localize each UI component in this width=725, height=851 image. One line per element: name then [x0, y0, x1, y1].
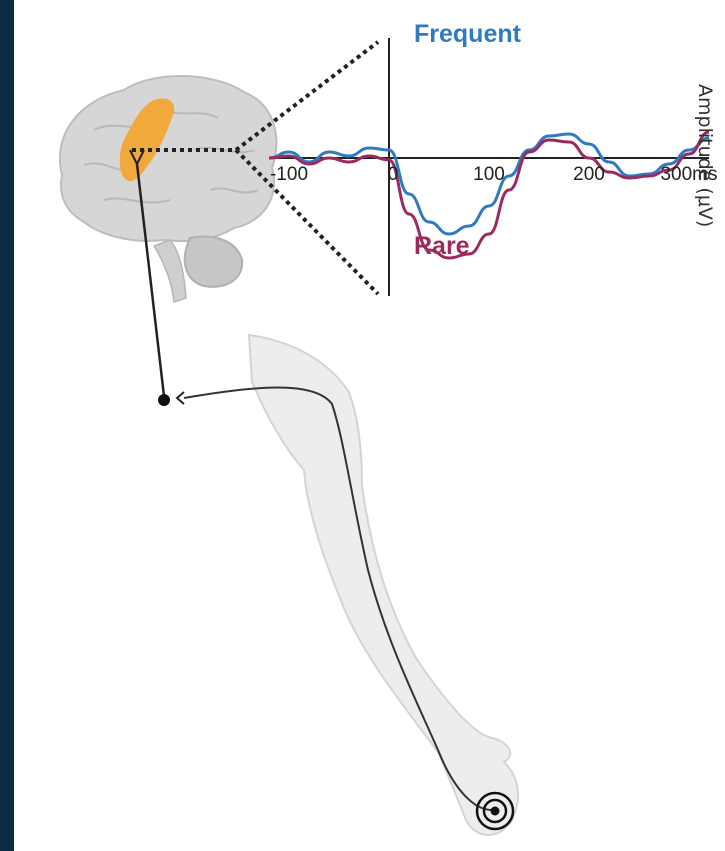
- arm-silhouette: [249, 335, 518, 835]
- cerebellum: [185, 237, 242, 287]
- y-axis-label: Amplitude (μV): [694, 84, 716, 227]
- series-rare-line: [269, 132, 709, 258]
- brain: [60, 76, 276, 302]
- rare-label: Rare: [414, 232, 470, 261]
- x-tick-label: 100: [473, 164, 505, 185]
- frequent-label: Frequent: [414, 20, 521, 49]
- x-tick-label: -100: [270, 164, 308, 185]
- synapse-node: [158, 394, 170, 406]
- x-tick-label: 0: [388, 164, 399, 185]
- brainstem: [154, 240, 186, 302]
- x-tick-label: 200: [573, 164, 605, 185]
